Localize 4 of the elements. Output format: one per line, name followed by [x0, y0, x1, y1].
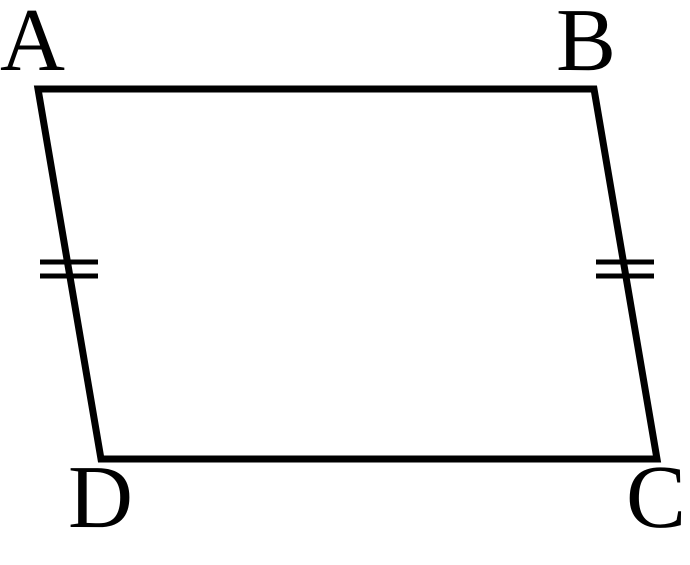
vertex-label: C — [626, 453, 686, 543]
vertex-label: A — [0, 0, 65, 86]
vertex-label: D — [68, 453, 133, 543]
vertex-label: B — [556, 0, 616, 86]
